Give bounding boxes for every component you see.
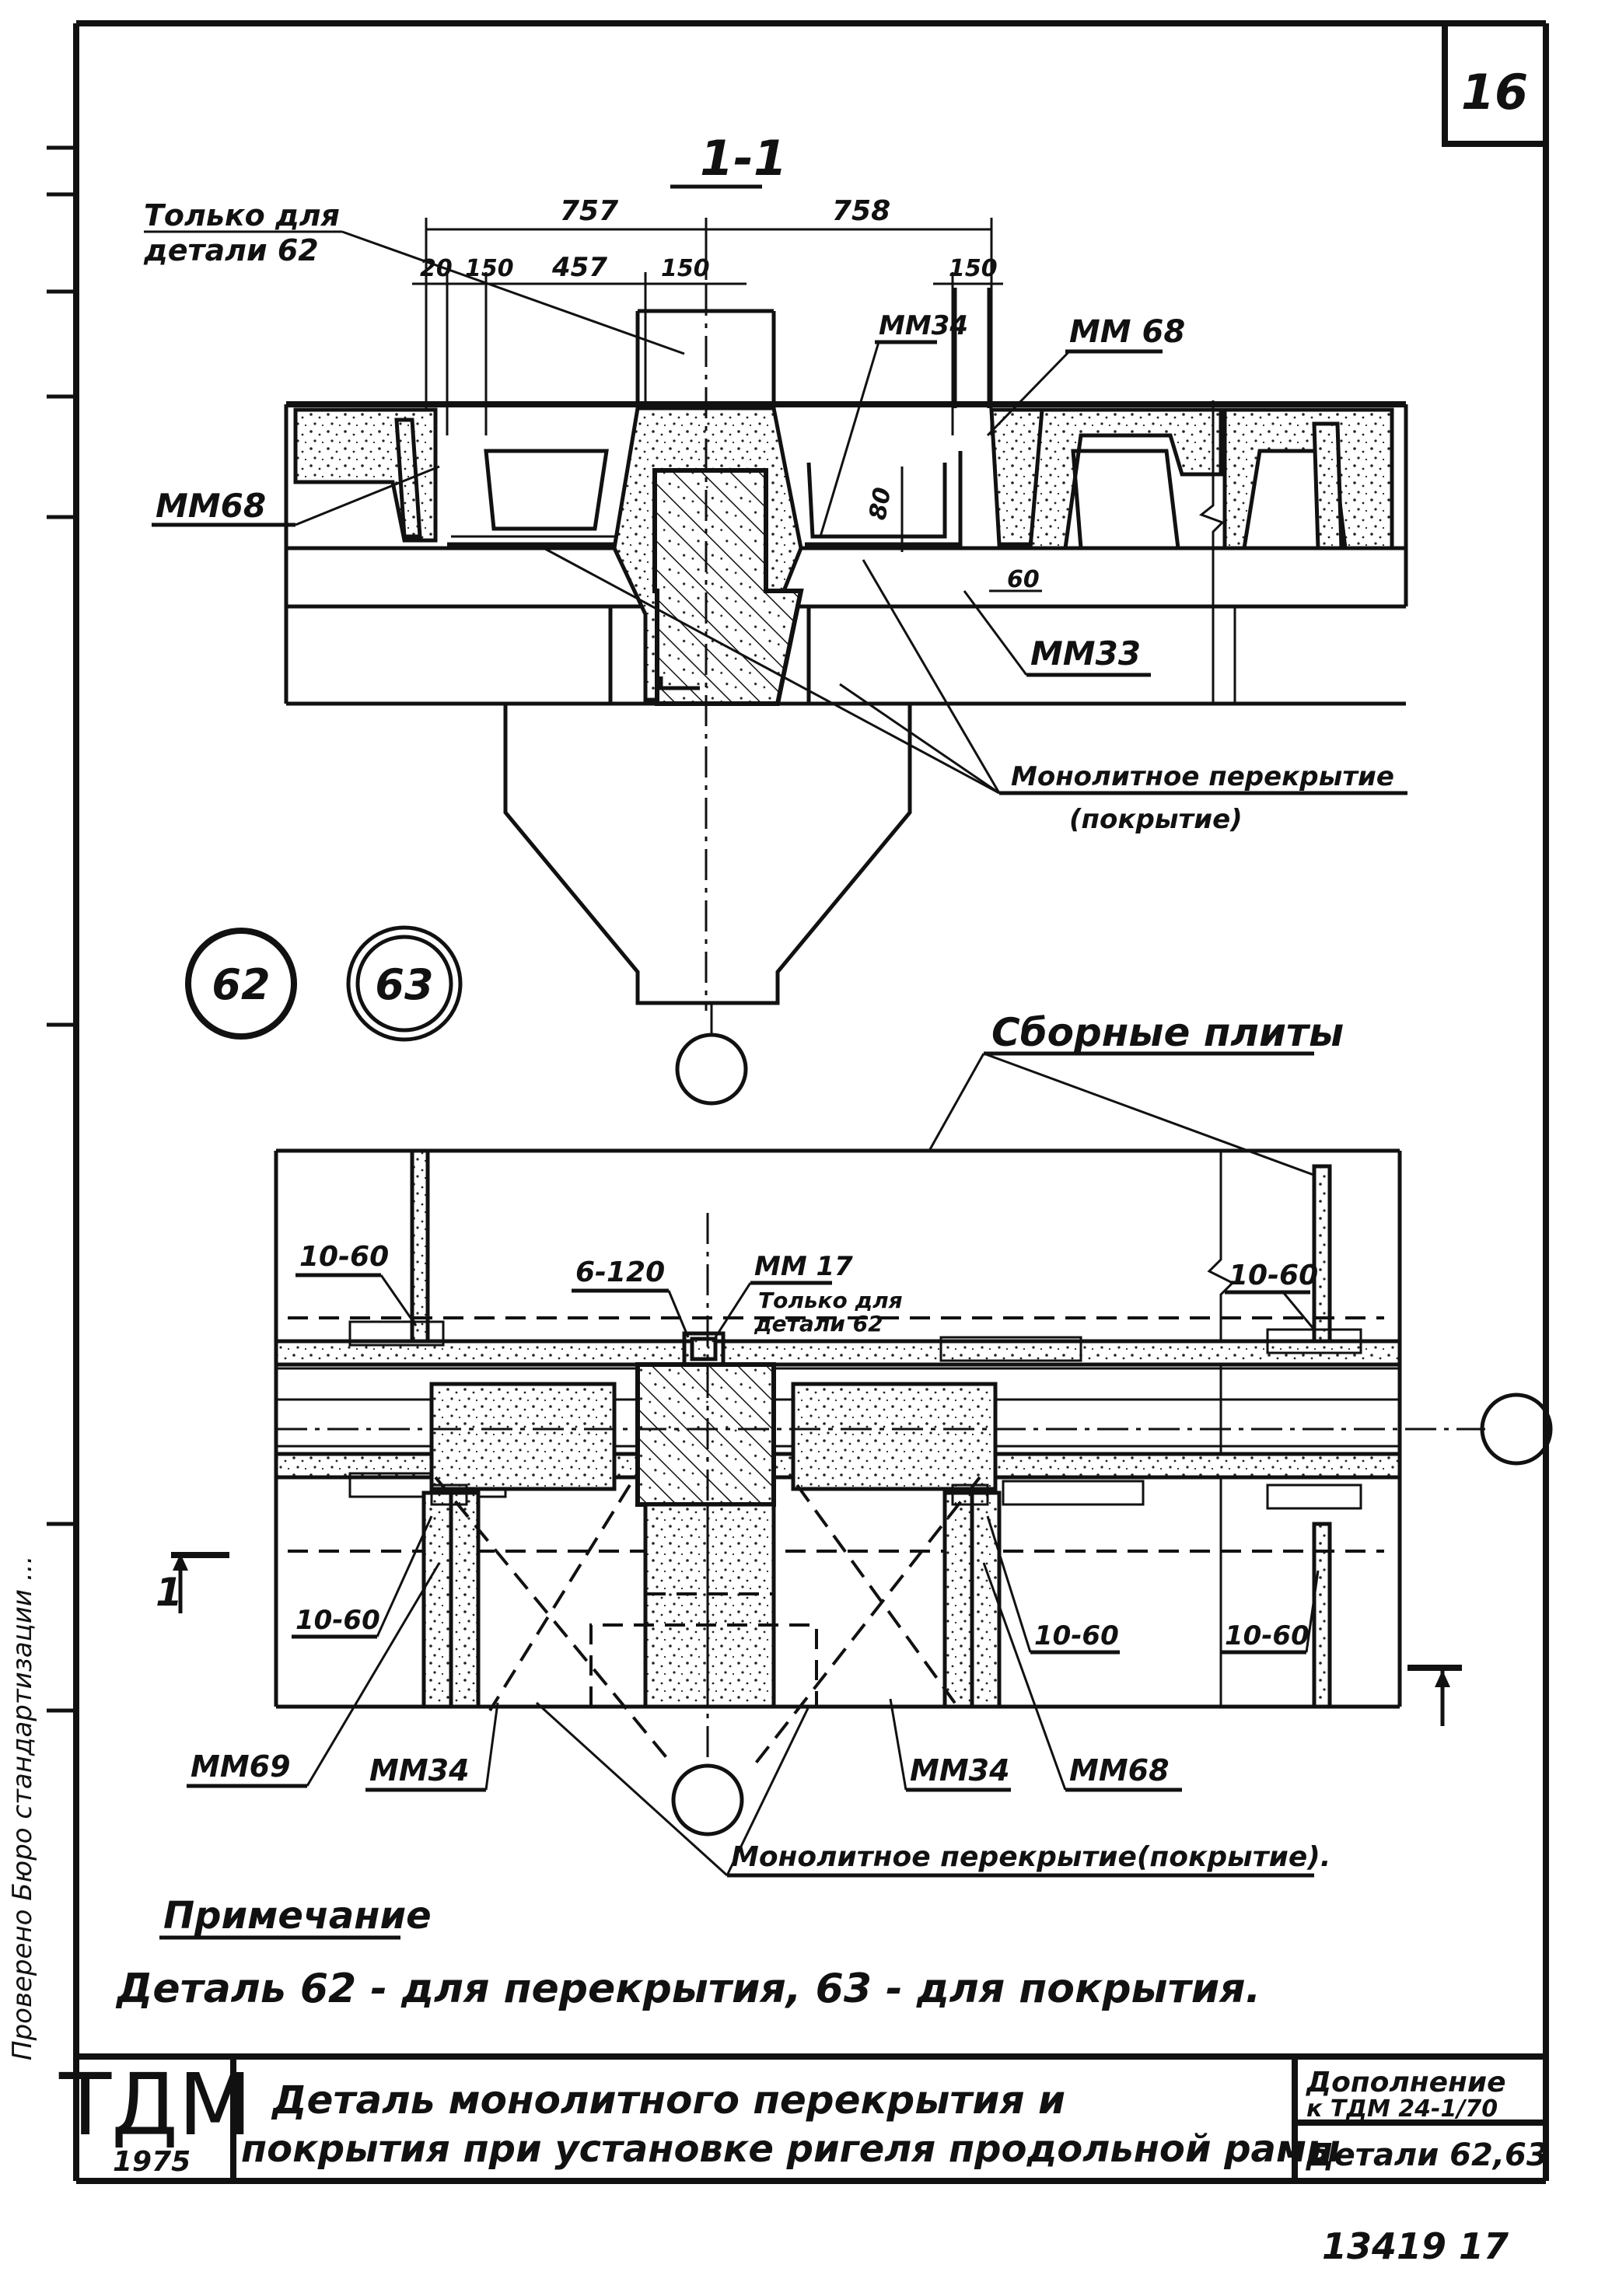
axis-marker-bottom [671, 1763, 744, 1836]
dim-80: 80 [864, 485, 897, 522]
label-10-60-e: 10-60 [1225, 1620, 1310, 1651]
plan-view: Сборные плиты [156, 1010, 1553, 1878]
label-monolith-1: Монолитное перекрытие [1011, 761, 1394, 792]
note-text: Деталь 62 - для перекрытия, 63 - для пок… [115, 1966, 1261, 2012]
dim-757: 757 [560, 195, 618, 227]
label-10-60-a: 10-60 [299, 1241, 389, 1273]
label-precast-slabs: Сборные плиты [991, 1010, 1344, 1055]
org-logo: ТДМ [58, 2055, 252, 2154]
stamp-addendum-2: к ТДМ 24-1/70 [1306, 2095, 1498, 2123]
label-mm68-left: ММ68 [156, 487, 266, 525]
label-monolith-2: (покрытие) [1069, 804, 1243, 835]
label-mm17-note-1: Только для [758, 1288, 903, 1313]
bottom-number: 13419 17 [1322, 2225, 1509, 2267]
detail-markers: 62 63 [185, 925, 463, 1042]
stamp-title-2: покрытия при установке ригеля продольной… [241, 2127, 1341, 2171]
dim-150-c: 150 [949, 255, 998, 282]
label-mm34: ММ34 [879, 310, 968, 341]
stamp-year: 1975 [113, 2146, 191, 2178]
dim-60: 60 [1007, 566, 1040, 593]
detail-63-label: 63 [375, 960, 433, 1009]
stamp-addendum-1: Дополнение [1306, 2067, 1506, 2099]
label-mm69: ММ69 [191, 1749, 291, 1784]
only-for-detail-62-note-line2: детали 62 [143, 233, 319, 267]
sheet-number-box: 16 [1442, 23, 1546, 147]
label-mm17: ММ 17 [754, 1251, 853, 1282]
detail-62-circle [185, 928, 297, 1040]
label-6-120: 6-120 [575, 1256, 665, 1288]
label-10-60-c: 10-60 [295, 1605, 380, 1636]
sheet-number: 16 [1461, 64, 1528, 121]
section-1-1: 1-1 Только для детали 62 757 758 20 150 … [143, 130, 1408, 1106]
stamp-title-1: Деталь монолитного перекрытия и [271, 2078, 1065, 2123]
label-10-60-b: 10-60 [1229, 1260, 1318, 1291]
dim-150-b: 150 [661, 255, 710, 282]
detail-63-circle [346, 925, 463, 1042]
dim-457: 457 [551, 252, 607, 283]
sheet-frame [47, 20, 1549, 2184]
only-for-detail-62-note-line1: Только для [144, 198, 340, 232]
label-mm68: ММ68 [1069, 1753, 1170, 1788]
dim-758: 758 [832, 195, 890, 227]
stamp-details: Детали 62,63 [1305, 2137, 1548, 2173]
detail-62-label: 62 [212, 960, 270, 1009]
note-heading: Примечание [163, 1894, 432, 1938]
note-block: Примечание Деталь 62 - для перекрытия, 6… [115, 1894, 1261, 2012]
label-mm34-right: ММ34 [910, 1753, 1010, 1788]
label-mm17-note-2: детали 62 [754, 1311, 883, 1337]
label-monolith-plan: Монолитное перекрытие(покрытие). [731, 1841, 1331, 1873]
margin-stamp-text: Проверено Бюро стандартизации ... [7, 1556, 38, 2060]
dim-150-a: 150 [465, 255, 514, 282]
axis-marker-top [675, 1033, 748, 1106]
label-mm34-left: ММ34 [369, 1753, 470, 1788]
label-mm33: ММ33 [1030, 634, 1141, 673]
section-title: 1-1 [700, 130, 787, 187]
dimensions-top: 757 758 20 150 457 150 150 [412, 195, 1003, 435]
section-mark-left: 1 [156, 1570, 183, 1615]
dim-20: 20 [420, 255, 453, 282]
label-10-60-d: 10-60 [1034, 1620, 1119, 1651]
axis-marker-right [1480, 1393, 1553, 1466]
title-block: ТДМ 1975 Деталь монолитного перекрытия и… [58, 2053, 1548, 2181]
label-mm68-right: ММ 68 [1069, 314, 1185, 350]
